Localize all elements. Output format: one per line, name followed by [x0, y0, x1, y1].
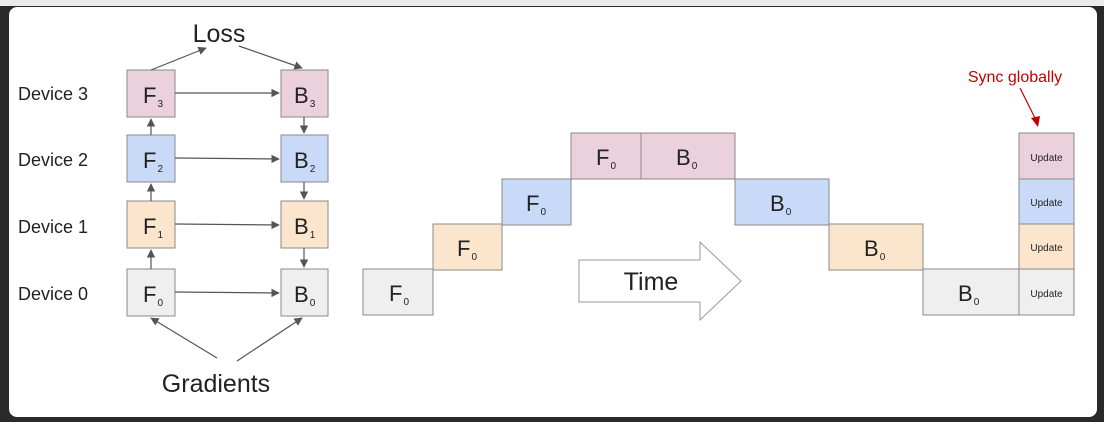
- backward-block-device-0: [280, 268, 329, 317]
- device-label-0: Device 0: [18, 284, 88, 304]
- update-block-device-1: [1018, 223, 1075, 270]
- device-label-1: Device 1: [18, 217, 88, 237]
- timeline-forward-device-1-label: F0: [457, 236, 477, 263]
- timeline-backward-device-1-label: B0: [864, 236, 886, 263]
- forward-block-device-1: [126, 200, 176, 249]
- update-block-device-1-label: Update: [1030, 243, 1063, 254]
- timeline-backward-device-2-label: B0: [770, 191, 792, 218]
- timeline-backward-device-3: [640, 132, 736, 180]
- timeline-forward-device-0: [362, 268, 434, 316]
- timeline-backward-device-1: [828, 223, 924, 271]
- forward-block-device-2: [126, 134, 176, 183]
- sync-arrow: [1019, 87, 1037, 121]
- arrow-gradients-f0: [150, 317, 218, 359]
- time-label: Time: [624, 268, 679, 296]
- time-arrow-icon: [578, 240, 742, 322]
- update-block-device-3-label: Update: [1030, 153, 1063, 164]
- arrow-loss-b3: [238, 45, 303, 70]
- forward-block-device-0-label: F0: [143, 282, 163, 309]
- timeline-backward-device-2: [734, 178, 830, 226]
- backward-block-device-3-label: B3: [294, 83, 316, 110]
- update-block-device-2-label: Update: [1030, 198, 1063, 209]
- gradients-label: Gradients: [162, 370, 270, 398]
- backward-block-device-2-label: B2: [294, 148, 316, 175]
- backward-block-device-0-label: B0: [294, 282, 316, 309]
- timeline-backward-device-3-label: B0: [676, 145, 698, 172]
- arrow-f2-b2: [174, 154, 280, 164]
- forward-block-device-2-label: F2: [143, 148, 163, 175]
- arrow-f1-b1: [174, 220, 280, 230]
- backward-block-device-1: [280, 200, 329, 249]
- update-block-device-0: [1018, 268, 1075, 316]
- timeline-backward-device-0: [922, 268, 1020, 316]
- timeline-backward-device-0-label: B0: [958, 281, 980, 308]
- device-label-3: Device 3: [18, 84, 88, 104]
- arrow-f3-loss: [150, 46, 207, 71]
- forward-block-device-3: [126, 69, 176, 118]
- sync-globally-label: Sync globally: [968, 69, 1062, 86]
- timeline-forward-device-1: [432, 223, 503, 271]
- loss-label: Loss: [193, 20, 246, 48]
- window-top-bar: [0, 0, 1104, 6]
- timeline-forward-device-3-label: F0: [596, 145, 616, 172]
- timeline-forward-device-2-label: F0: [526, 191, 546, 218]
- update-block-device-0-label: Update: [1030, 289, 1063, 300]
- backward-block-device-2: [280, 134, 329, 183]
- timeline-forward-device-2: [501, 178, 572, 226]
- backward-block-device-1-label: B1: [294, 214, 316, 241]
- forward-block-device-3-label: F3: [143, 83, 163, 110]
- forward-block-device-1-label: F1: [143, 214, 163, 241]
- arrow-gradients-b0: [236, 317, 303, 362]
- arrow-f0-b0: [174, 288, 280, 298]
- update-block-device-3: [1018, 132, 1075, 180]
- timeline-forward-device-0-label: F0: [389, 281, 409, 308]
- sync-arrow-head: [1031, 116, 1040, 127]
- update-block-device-2: [1018, 178, 1075, 225]
- device-label-2: Device 2: [18, 150, 88, 170]
